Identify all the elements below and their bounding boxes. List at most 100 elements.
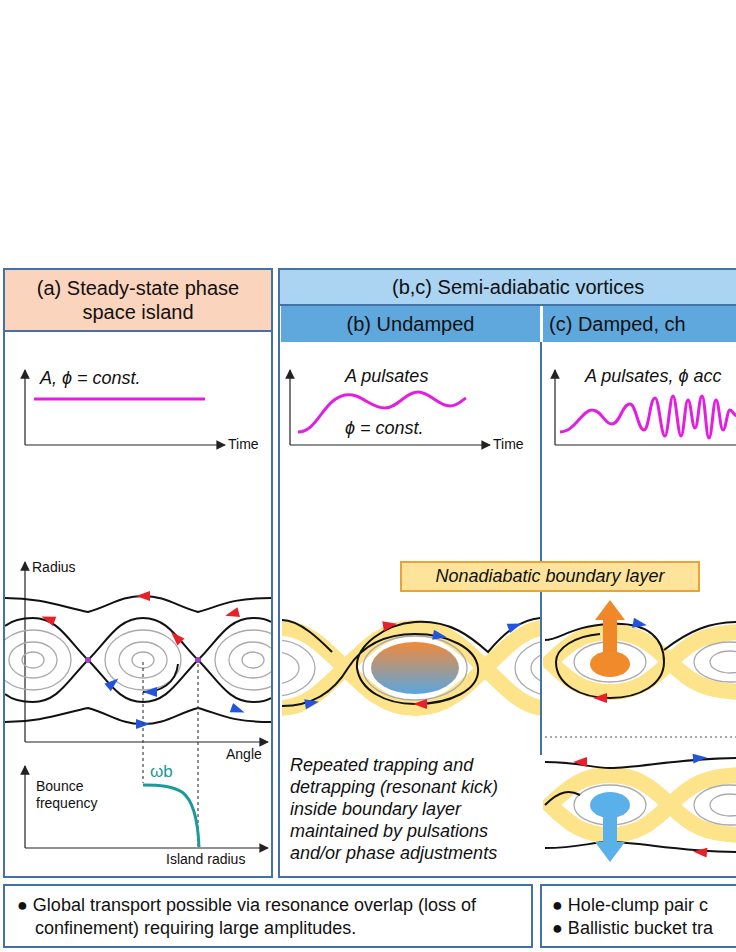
phase-space-vortex: [545, 842, 736, 852]
annotation-label: ϕ = const.: [345, 418, 424, 440]
node-heading: Nonadiabatic boundary layer: [402, 563, 698, 590]
subheader-band: (c) Damped, ch: [543, 306, 736, 342]
phase-space-vortex: [693, 752, 708, 763]
leader-line: [197, 664, 198, 846]
phase-space-vortex: [710, 651, 736, 673]
phase-space-vortex: [632, 618, 648, 630]
phase-space-vortex: [485, 628, 540, 668]
phase-space-island: [104, 675, 121, 692]
phase-space-island: [5, 591, 271, 729]
phase-space-vortex: [432, 630, 448, 642]
time-chart: [24, 370, 25, 445]
phase-space-island: [85, 657, 91, 663]
phase-space-island: [5, 596, 271, 724]
phase-space-island: [143, 687, 157, 697]
phase-space-island: [195, 657, 201, 663]
callout-box: Nonadiabatic boundary layer: [400, 561, 700, 592]
annotation-label: A pulsates, ϕ acc: [585, 366, 721, 388]
phase-space-vortex: [304, 619, 523, 709]
time-chart: [560, 396, 736, 438]
phase-space-island: [9, 642, 57, 678]
phase-space-island: [143, 664, 178, 692]
phase-space-vortex: [282, 652, 299, 684]
time-chart: [555, 444, 736, 445]
phase-space-island: [215, 630, 271, 690]
phase-space-vortex: [304, 697, 320, 709]
phase-space-island: [132, 652, 154, 668]
annotation-label: ωb: [150, 762, 173, 782]
phase-space-vortex: [282, 636, 540, 700]
phase-space-vortex: [632, 618, 707, 764]
phase-space-vortex: [694, 785, 736, 825]
node-heading: ● Global transport possible via resonanc…: [5, 886, 495, 940]
phase-space-island: [5, 660, 88, 702]
node-heading: (c) Damped, ch: [543, 306, 736, 342]
phase-space-vortex: [382, 619, 427, 709]
phase-space-vortex: [282, 618, 540, 709]
annotation-label: Island radius: [166, 851, 245, 868]
axis: [24, 562, 25, 742]
phase-space-vortex: [590, 651, 630, 677]
subheader-band: (b) Undamped: [281, 306, 540, 342]
phase-space-island: [104, 675, 246, 729]
phase-space-island: [229, 642, 271, 678]
phase-space-island: [119, 642, 167, 678]
node-heading: (a) Steady-state phase space island: [5, 270, 271, 332]
phase-space-vortex: [507, 619, 524, 633]
drift-arrow: [595, 812, 625, 862]
time-chart: [34, 398, 205, 401]
phase-space-island: [5, 630, 71, 690]
phase-space-vortex: [573, 757, 587, 767]
annotation-label: A, ϕ = const.: [40, 368, 141, 390]
phase-space-vortex: [413, 699, 427, 709]
phase-space-vortex: [670, 632, 736, 662]
phase-space-island: [22, 652, 44, 668]
phase-space-vortex: [545, 758, 736, 768]
phase-space-island: [88, 618, 198, 660]
phase-space-vortex: [282, 618, 540, 706]
node-heading: (b,c) Semi-adiabatic vortices: [280, 270, 736, 306]
annotation-label: Time: [228, 436, 259, 453]
phase-space-island: [5, 596, 271, 612]
bounce-plot: [25, 847, 268, 848]
time-chart: [290, 444, 490, 445]
phase-space-vortex: [550, 632, 736, 835]
phase-space-vortex: [694, 642, 736, 682]
phase-space-vortex: [545, 792, 580, 805]
phase-space-vortex: [531, 652, 540, 684]
annotation-label: A pulsates: [345, 366, 428, 388]
phase-space-vortex: [282, 620, 332, 652]
phase-space-vortex: [693, 846, 708, 857]
summary-box: ● Global transport possible via resonanc…: [3, 884, 533, 948]
time-chart: [25, 444, 225, 445]
annotation-label: Radius: [32, 559, 76, 576]
node-heading: (b) Undamped: [281, 306, 540, 342]
phase-space-vortex: [363, 636, 467, 700]
phase-space-island: [198, 618, 271, 660]
phase-space-vortex: [545, 622, 736, 852]
phase-space-island: [224, 607, 240, 620]
phase-space-island: [5, 630, 271, 690]
annotation-label: Angle: [226, 746, 262, 763]
bounce-plot: [143, 785, 199, 847]
phase-space-vortex: [282, 640, 315, 696]
phase-space-vortex: [664, 622, 736, 650]
phase-space-vortex: [670, 805, 736, 835]
phase-space-island: [230, 703, 247, 717]
phase-space-vortex: [485, 668, 540, 708]
phase-space-island: [136, 591, 150, 601]
annotation-label: Time: [493, 436, 524, 453]
phase-space-vortex: [670, 662, 736, 692]
node-text: ● Ballistic bucket tra: [542, 917, 736, 940]
annotation-label: Bounce frequency: [36, 778, 126, 812]
drift-arrow: [595, 600, 625, 652]
phase-space-vortex: [515, 640, 540, 696]
phase-space-island: [168, 629, 185, 646]
summary-box: ● Hole-clump pair c● Ballistic bucket tr…: [540, 884, 736, 948]
bounce-plot: [25, 766, 268, 848]
node-heading: ● Hole-clump pair c: [542, 886, 736, 917]
separator-line: [545, 736, 736, 737]
phase-space-vortex: [371, 642, 459, 694]
annotation-label: Repeated trapping and detrapping (resona…: [290, 754, 530, 864]
